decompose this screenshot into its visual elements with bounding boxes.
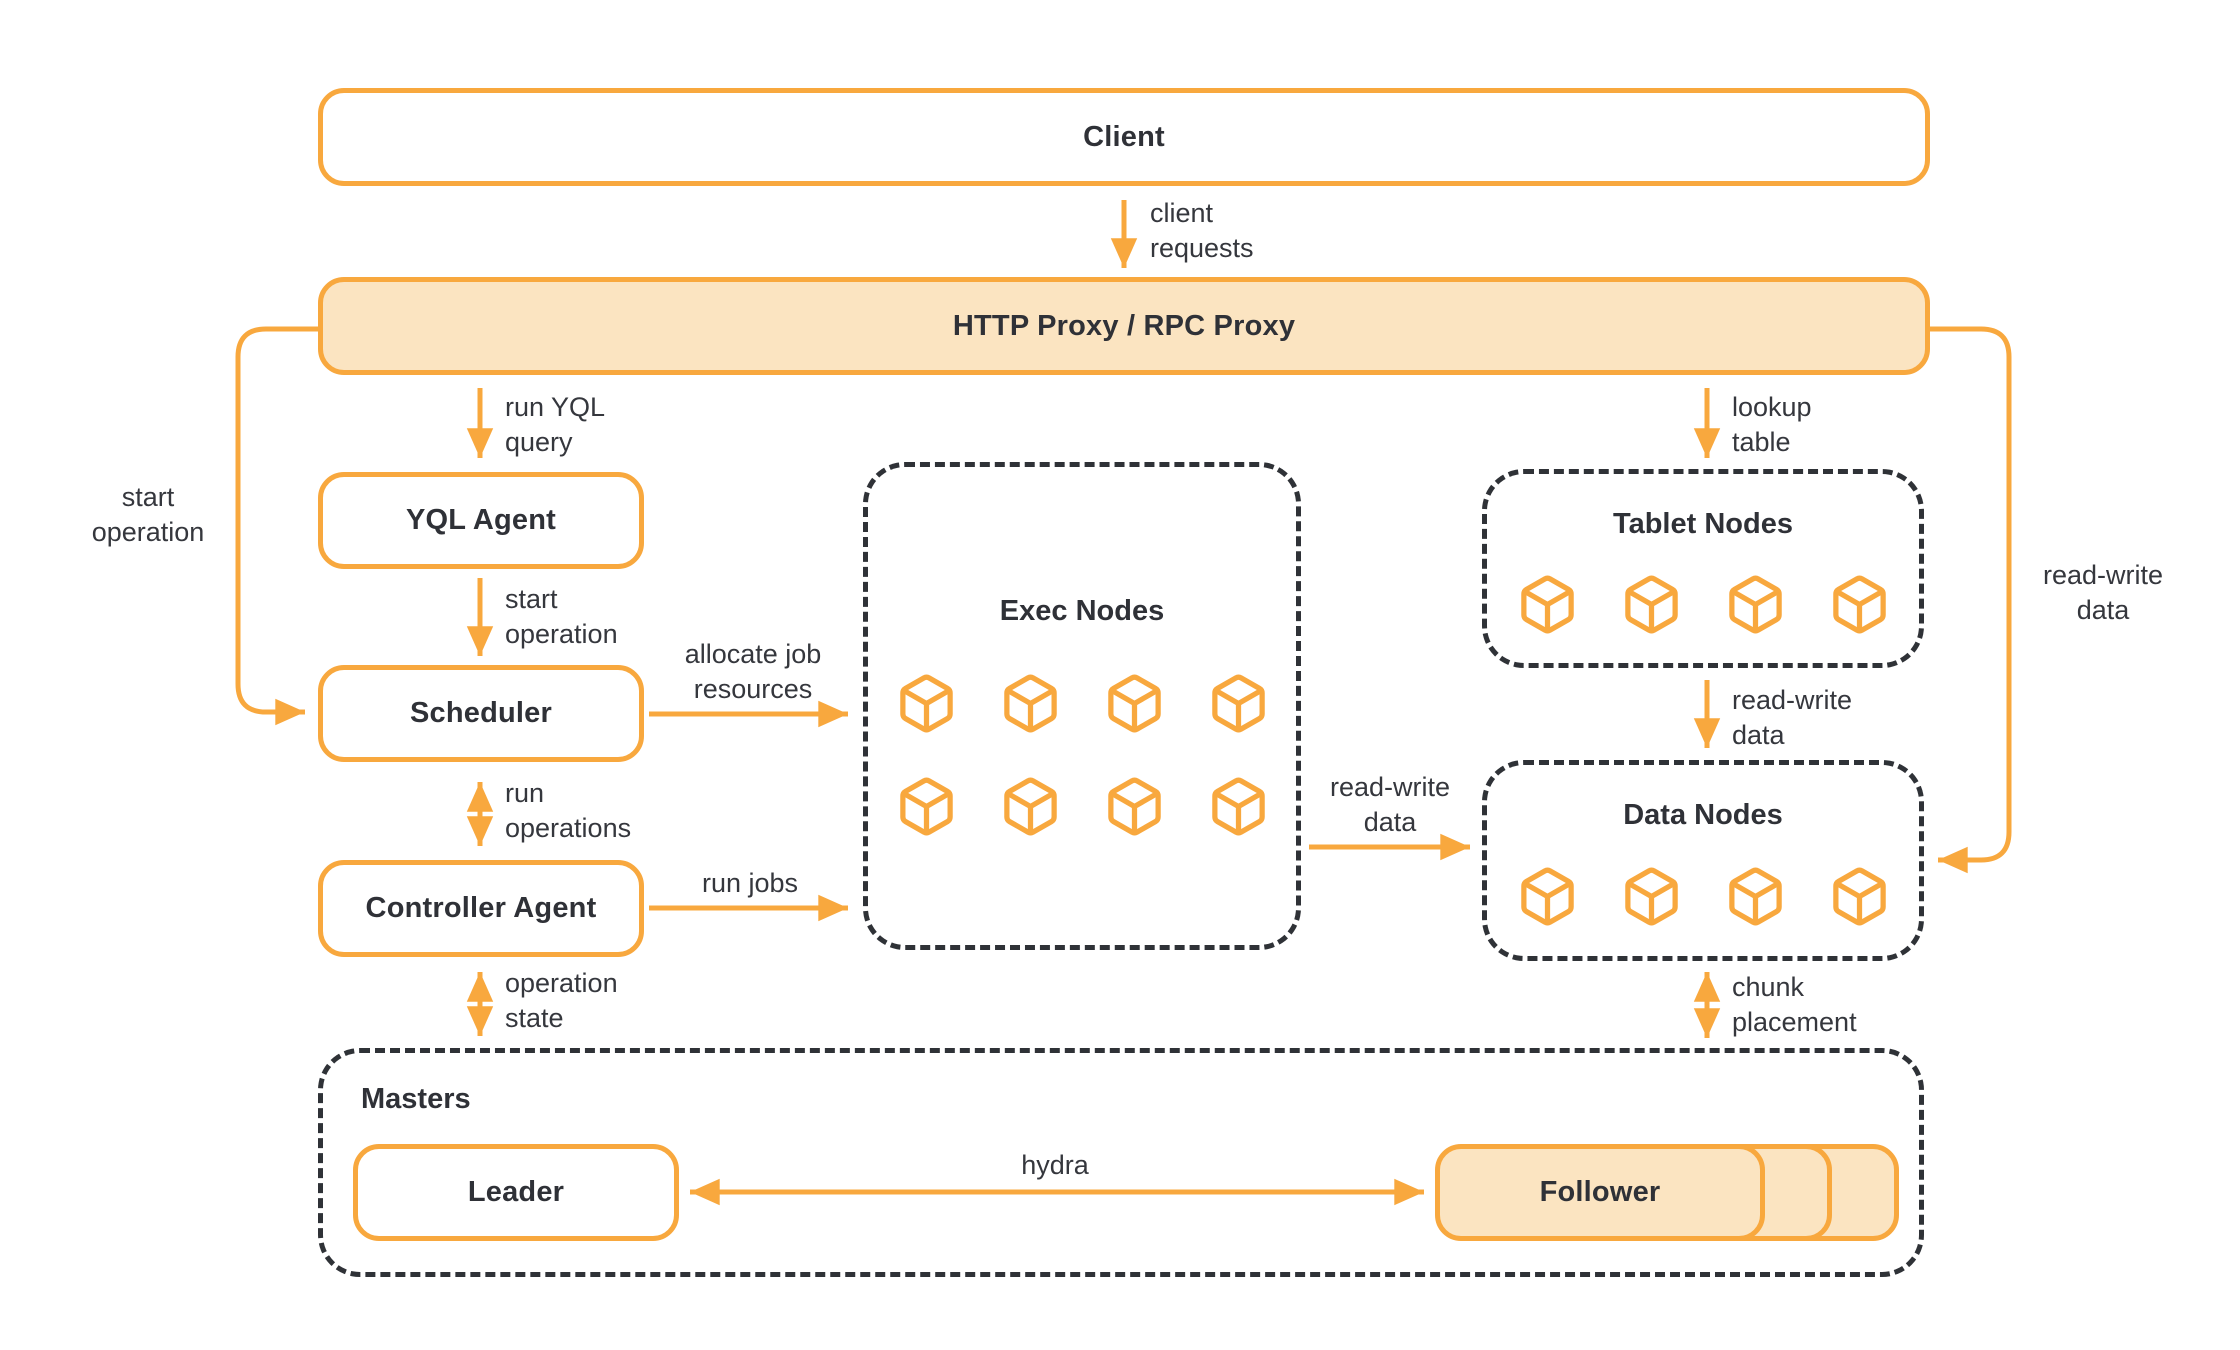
group-exec-nodes-title: Exec Nodes (999, 595, 1165, 627)
cube-icon (1003, 777, 1057, 836)
cube-icon (1624, 575, 1678, 634)
edge-label-run-operations: run operations (505, 778, 632, 843)
cube-row (1516, 865, 1891, 928)
edge-label-start-operation-left: start operation (91, 482, 205, 547)
node-controller-agent: Controller Agent (318, 860, 644, 957)
edge-label-allocate-job-resources: allocate job resources (684, 639, 822, 704)
tablet-nodes-cubes (1487, 573, 1919, 636)
group-tablet-nodes-title: Tablet Nodes (1613, 508, 1793, 540)
node-yql-agent: YQL Agent (318, 472, 644, 569)
edge-label-client-requests: client requests (1150, 198, 1254, 263)
data-nodes-cubes (1487, 865, 1919, 928)
group-data-nodes-title: Data Nodes (1623, 799, 1783, 831)
edge-label-chunk-placement: chunk placement (1732, 972, 1857, 1037)
node-scheduler-label: Scheduler (409, 697, 552, 729)
node-follower: Follower (1435, 1144, 1765, 1241)
edge-label-read-write-tablet-data: read-write data (1732, 685, 1853, 750)
edge-start-operation-proxy-scheduler (235, 326, 318, 726)
edge-read-write-proxy-data (1930, 326, 2012, 874)
node-leader: Leader (353, 1144, 679, 1241)
node-client-label: Client (1083, 120, 1165, 153)
node-yql-agent-label: YQL Agent (405, 504, 557, 536)
cube-icon (1003, 674, 1057, 733)
cube-icon (1211, 777, 1265, 836)
group-masters: Masters (318, 1048, 1924, 1277)
cube-icon (1728, 575, 1782, 634)
group-tablet-nodes: Tablet Nodes (1482, 469, 1924, 668)
cube-icon (899, 674, 953, 733)
edge-label-read-write-exec-data: read-write data (1329, 772, 1451, 837)
group-exec-nodes: Exec Nodes (863, 462, 1301, 950)
cube-icon (1107, 777, 1161, 836)
edge-label-run-jobs: run jobs (701, 868, 799, 898)
cube-icon (1107, 674, 1161, 733)
group-data-nodes: Data Nodes (1482, 760, 1924, 961)
edge-label-operation-state: operation state (505, 968, 618, 1033)
cube-icon (1832, 575, 1886, 634)
edge-label-read-write-proxy-data: read-write data (2042, 560, 2164, 625)
cube-icon (1832, 867, 1886, 926)
node-http-rpc-proxy: HTTP Proxy / RPC Proxy (318, 277, 1930, 375)
node-client: Client (318, 88, 1930, 186)
edge-label-lookup-table: lookup table (1732, 392, 1812, 457)
group-masters-title: Masters (361, 1083, 471, 1115)
cube-icon (1624, 867, 1678, 926)
cube-icon (1728, 867, 1782, 926)
cube-icon (1211, 674, 1265, 733)
cube-row (1516, 573, 1891, 636)
edge-label-start-operation: start operation (505, 584, 618, 649)
node-scheduler: Scheduler (318, 665, 644, 762)
cube-icon (1520, 575, 1574, 634)
exec-nodes-cubes (868, 672, 1296, 838)
node-leader-label: Leader (467, 1176, 565, 1208)
node-controller-agent-label: Controller Agent (365, 892, 597, 924)
cube-row (895, 775, 1270, 838)
cube-icon (1520, 867, 1574, 926)
edge-label-run-yql-query: run YQL query (505, 392, 606, 457)
cube-row (895, 672, 1270, 735)
cube-icon (899, 777, 953, 836)
node-follower-label: Follower (1539, 1176, 1661, 1208)
node-http-rpc-proxy-label: HTTP Proxy / RPC Proxy (952, 309, 1296, 342)
edge-label-hydra: hydra (1021, 1150, 1089, 1180)
